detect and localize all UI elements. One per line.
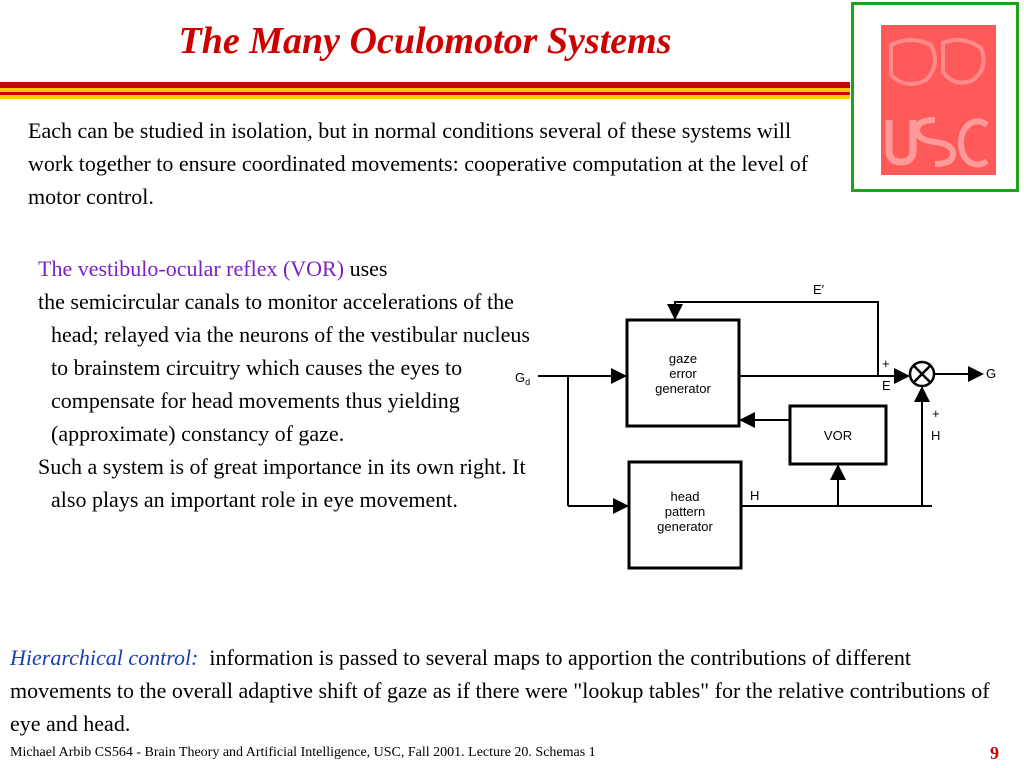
head-box-line-3: generator [657, 519, 713, 534]
vor-paragraph-1: the semicircular canals to monitor accel… [38, 289, 530, 446]
vor-box-label: VOR [824, 428, 852, 443]
head-input-label: H [931, 428, 940, 443]
head-output-label: H [750, 488, 759, 503]
bi-usc-logo-icon [881, 25, 996, 175]
gaze-box-line-2: error [669, 366, 697, 381]
error-label: E [882, 378, 891, 393]
hierarchical-control-label: Hierarchical control: [10, 645, 199, 670]
output-label: G [986, 366, 996, 381]
vor-paragraph-2: Such a system is of great importance in … [38, 454, 526, 512]
head-box-line-1: head [671, 489, 700, 504]
footer-text: Michael Arbib CS564 - Brain Theory and A… [10, 745, 596, 760]
intro-paragraph: Each can be studied in isolation, but in… [28, 118, 809, 209]
vor-description: The vestibulo-ocular reflex (VOR) uses t… [38, 252, 538, 516]
feedback-arrow [667, 301, 879, 376]
gaze-box-line-3: generator [655, 381, 711, 396]
oculomotor-block-diagram: gaze error generator VOR head pattern ge… [515, 282, 996, 570]
vor-heading-line: The vestibulo-ocular reflex (VOR) uses [38, 252, 538, 285]
vor-heading-suffix: uses [344, 256, 388, 281]
feedback-label: E′ [813, 282, 825, 297]
head-plus: + [932, 406, 940, 421]
input-label: Gd [515, 370, 530, 387]
gaze-error-generator-box [625, 318, 741, 428]
gaze-box-line-1: gaze [669, 351, 697, 366]
head-pattern-generator-box [627, 460, 743, 570]
slide-title: The Many Oculomotor Systems [178, 20, 672, 62]
hierarchical-control-text: information is passed to several maps to… [10, 645, 990, 736]
hierarchical-control-paragraph: Hierarchical control: information is pas… [10, 641, 1010, 740]
vor-heading: The vestibulo-ocular reflex (VOR) [38, 256, 345, 281]
logo-frame [851, 2, 1019, 192]
page-number: 9 [990, 743, 999, 763]
head-box-line-2: pattern [665, 504, 705, 519]
error-plus: + [882, 356, 890, 371]
